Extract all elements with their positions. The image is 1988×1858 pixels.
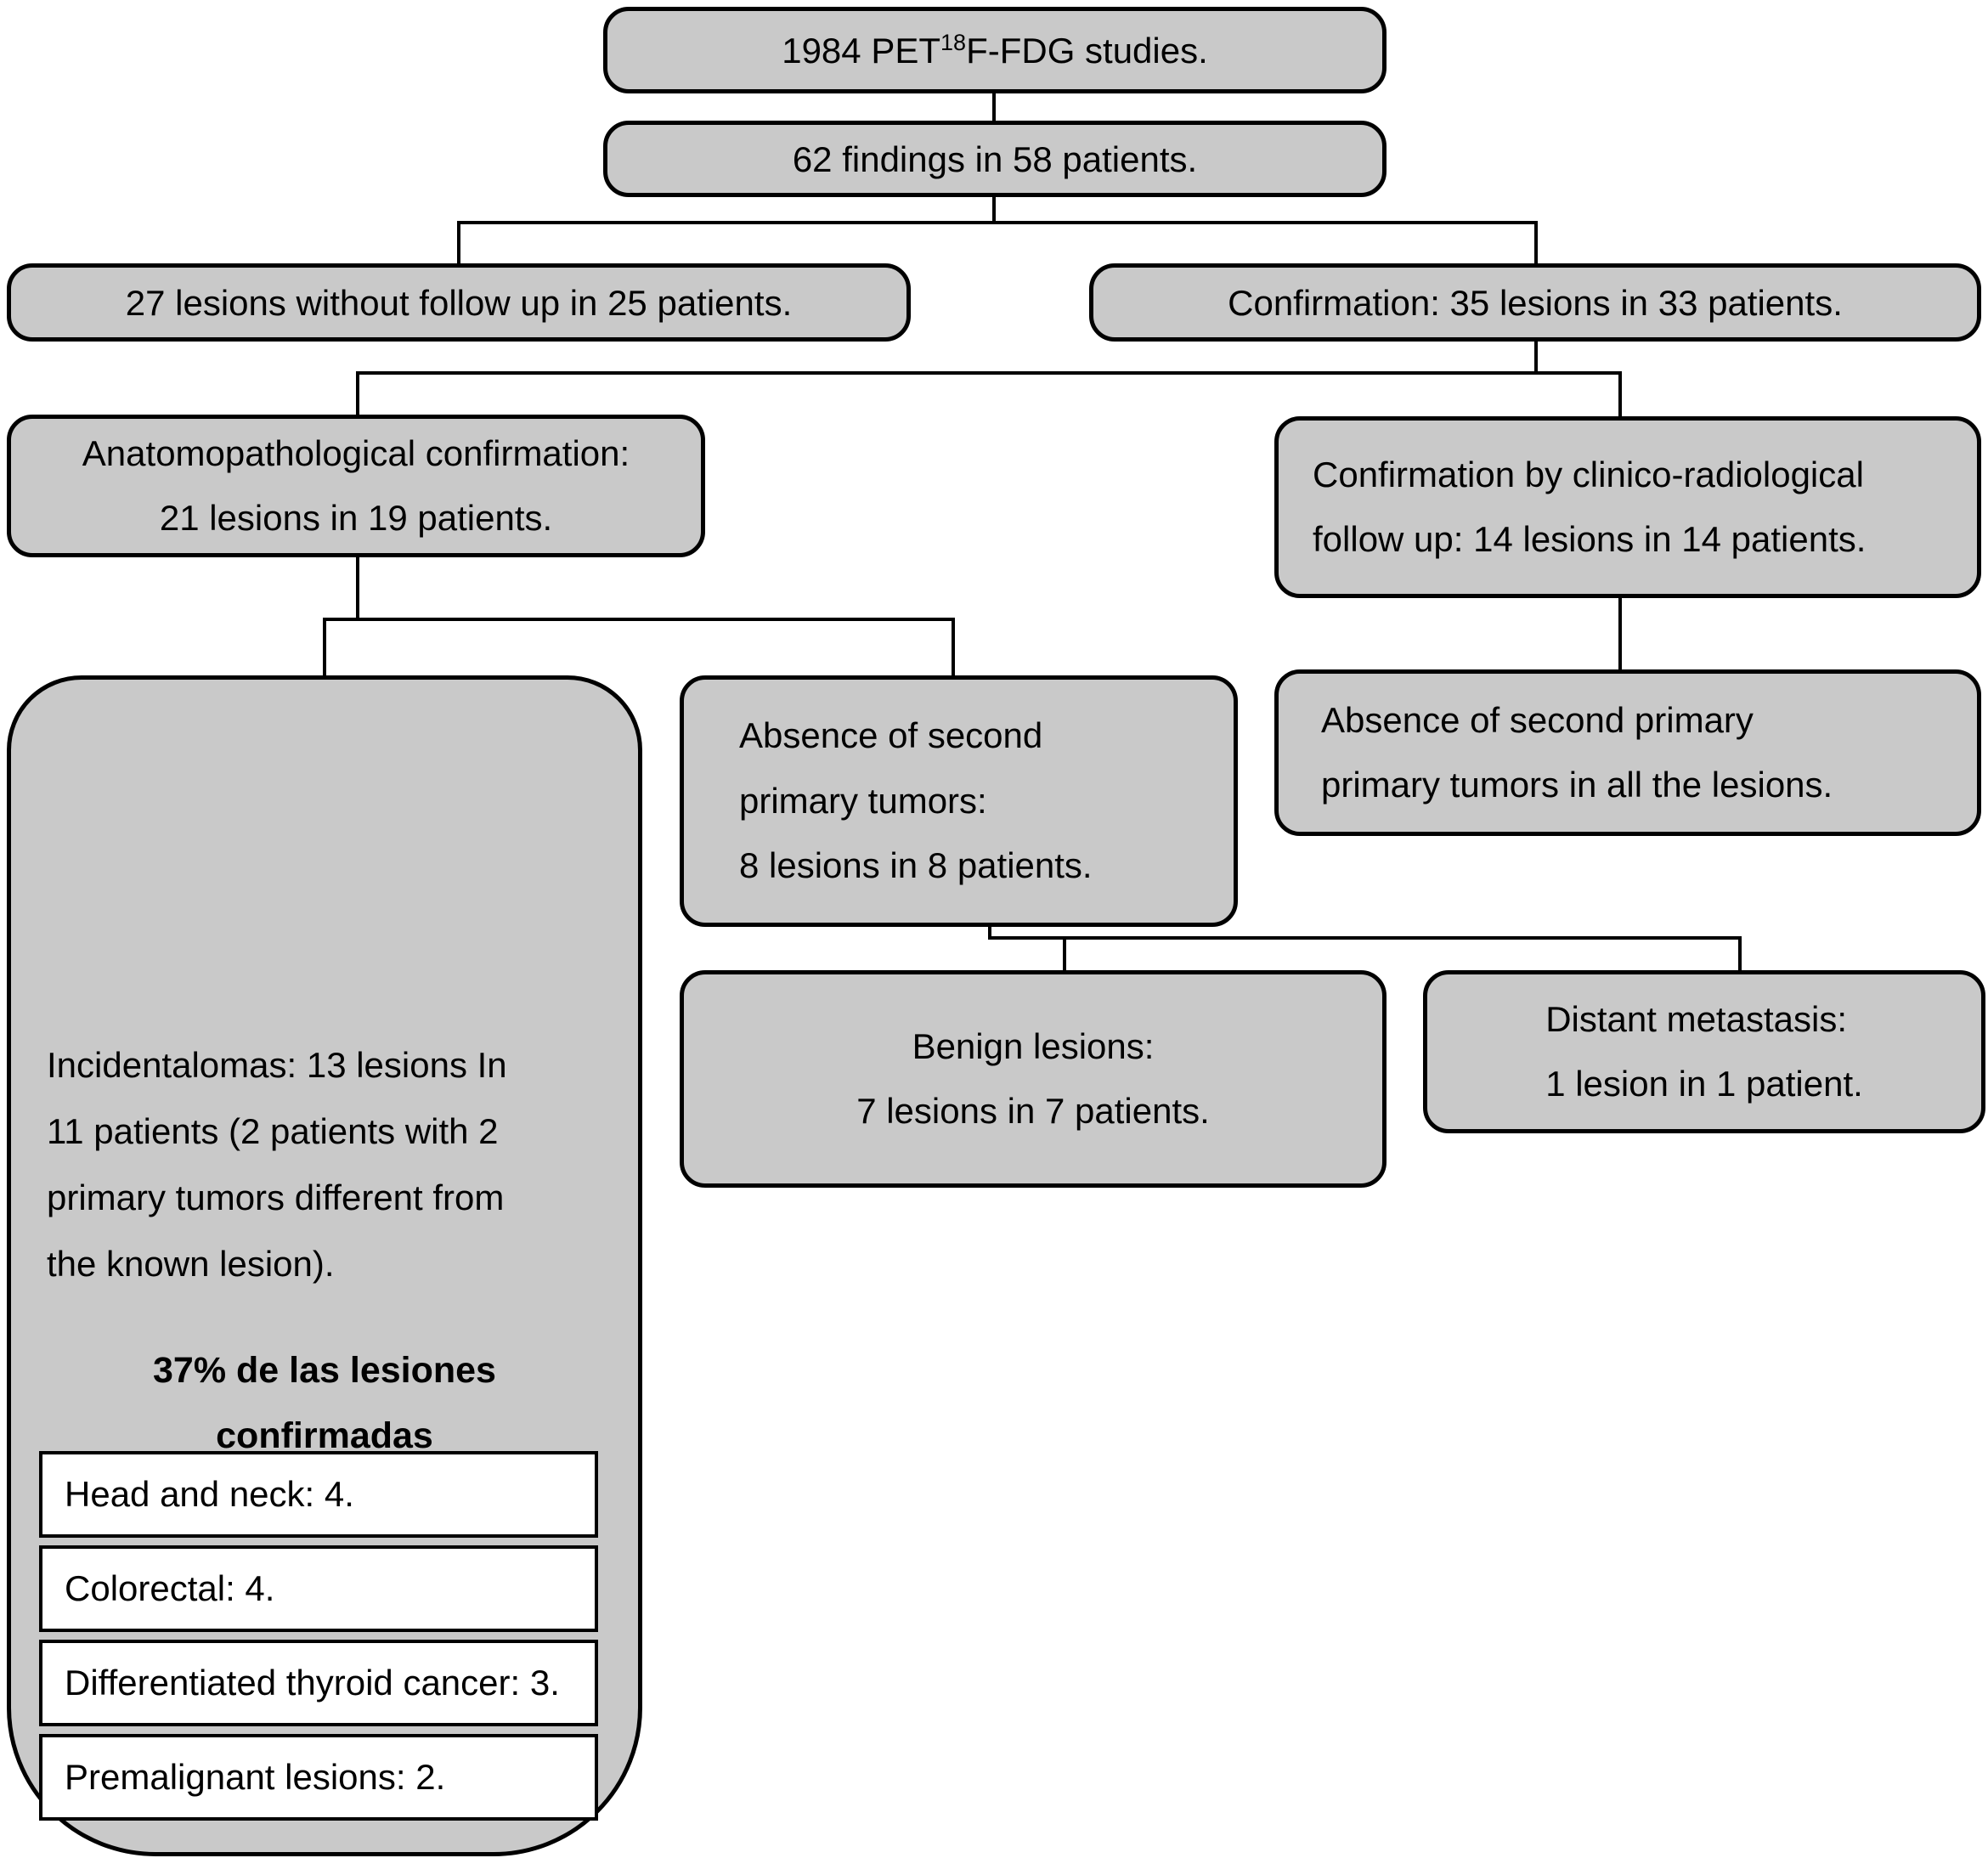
node-absence-all-lesions: Absence of second primary primary tumors… xyxy=(1274,669,1981,836)
benign-line1: Benign lesions: xyxy=(912,1025,1155,1066)
connector-drop-distant xyxy=(1738,936,1742,972)
absence-second-line3: 8 lesions in 8 patients. xyxy=(739,845,1093,886)
benign-line2: 7 lesions in 7 patients. xyxy=(856,1091,1210,1131)
node-clinico-line2: follow up: 14 lesions in 14 patients. xyxy=(1313,519,1867,559)
node-pet-studies-label: 1984 PET18F-FDG studies. xyxy=(782,29,1208,71)
distant-line1: Distant metastasis: xyxy=(1545,998,1847,1039)
absence-all-line2: primary tumors in all the lesions. xyxy=(1321,765,1833,805)
superscript-18: 18 xyxy=(940,29,967,55)
incidentaloma-item-colorectal: Colorectal: 4. xyxy=(39,1545,598,1632)
node-incidentalomas: Incidentalomas: 13 lesions In 11 patient… xyxy=(7,675,642,1856)
node-findings: 62 findings in 58 patients. xyxy=(603,121,1387,197)
node-absence-second-primary: Absence of second primary tumors: 8 lesi… xyxy=(680,675,1238,927)
distant-line2: 1 lesion in 1 patient. xyxy=(1545,1064,1863,1104)
node-pet-studies: 1984 PET18F-FDG studies. xyxy=(603,7,1387,93)
incidentaloma-item-head-and-neck: Head and neck: 4. xyxy=(39,1451,598,1538)
connector-row3-horizontal xyxy=(457,221,1538,224)
connector-drop-no-followup xyxy=(457,221,460,265)
node-distant-metastasis: Distant metastasis: 1 lesion in 1 patien… xyxy=(1423,970,1985,1133)
node-benign-lesions: Benign lesions: 7 lesions in 7 patients. xyxy=(680,970,1387,1188)
node-anatomopathological-line1: Anatomopathological confirmation: xyxy=(82,432,630,473)
connector-findings-stub xyxy=(992,197,996,223)
node-no-followup: 27 lesions without follow up in 25 patie… xyxy=(7,263,911,342)
absence-second-line2: primary tumors: xyxy=(739,780,987,821)
node-findings-label: 62 findings in 58 patients. xyxy=(792,138,1198,179)
connector-row5-horizontal xyxy=(323,618,955,621)
incidentaloma-item-premalignant: Premalignant lesions: 2. xyxy=(39,1734,598,1821)
connector-confirmation-stub xyxy=(1534,340,1538,373)
node-clinico-radiological-followup: Confirmation by clinico-radiological fol… xyxy=(1274,416,1981,598)
node-confirmation-label: Confirmation: 35 lesions in 33 patients. xyxy=(1228,282,1843,323)
incidentalomas-paragraph: Incidentalomas: 13 lesions In 11 patient… xyxy=(47,1045,507,1285)
connector-drop-absence-second xyxy=(952,618,955,677)
node-clinico-line1: Confirmation by clinico-radiological xyxy=(1313,454,1864,494)
connector-row6-horizontal xyxy=(988,936,1742,940)
node-anatomopathological-line2: 21 lesions in 19 patients. xyxy=(159,498,553,538)
node-confirmation: Confirmation: 35 lesions in 33 patients. xyxy=(1089,263,1981,342)
incidentalomas-item-list: Head and neck: 4. Colorectal: 4. Differe… xyxy=(39,1451,598,1828)
absence-all-line1: Absence of second primary xyxy=(1321,699,1754,740)
connector-anatomo-stub xyxy=(356,556,359,619)
connector-studies-findings xyxy=(992,93,996,122)
incidentalomas-highlight: 37% de las lesiones confirmadas xyxy=(153,1350,496,1457)
absence-second-line1: Absence of second xyxy=(739,715,1043,756)
connector-drop-incidentalomas xyxy=(323,618,326,677)
connector-clinico-absence-all xyxy=(1618,596,1622,671)
node-no-followup-label: 27 lesions without follow up in 25 patie… xyxy=(125,282,793,323)
connector-drop-clinico xyxy=(1618,371,1622,418)
node-anatomopathological-confirmation: Anatomopathological confirmation: 21 les… xyxy=(7,415,705,557)
connector-drop-confirmation xyxy=(1534,221,1538,265)
connector-row4-horizontal xyxy=(356,371,1622,375)
incidentaloma-item-thyroid: Differentiated thyroid cancer: 3. xyxy=(39,1640,598,1726)
connector-drop-benign xyxy=(1063,936,1066,972)
connector-drop-anatomopathological xyxy=(356,371,359,416)
connector-absence-second-stub xyxy=(988,925,991,940)
